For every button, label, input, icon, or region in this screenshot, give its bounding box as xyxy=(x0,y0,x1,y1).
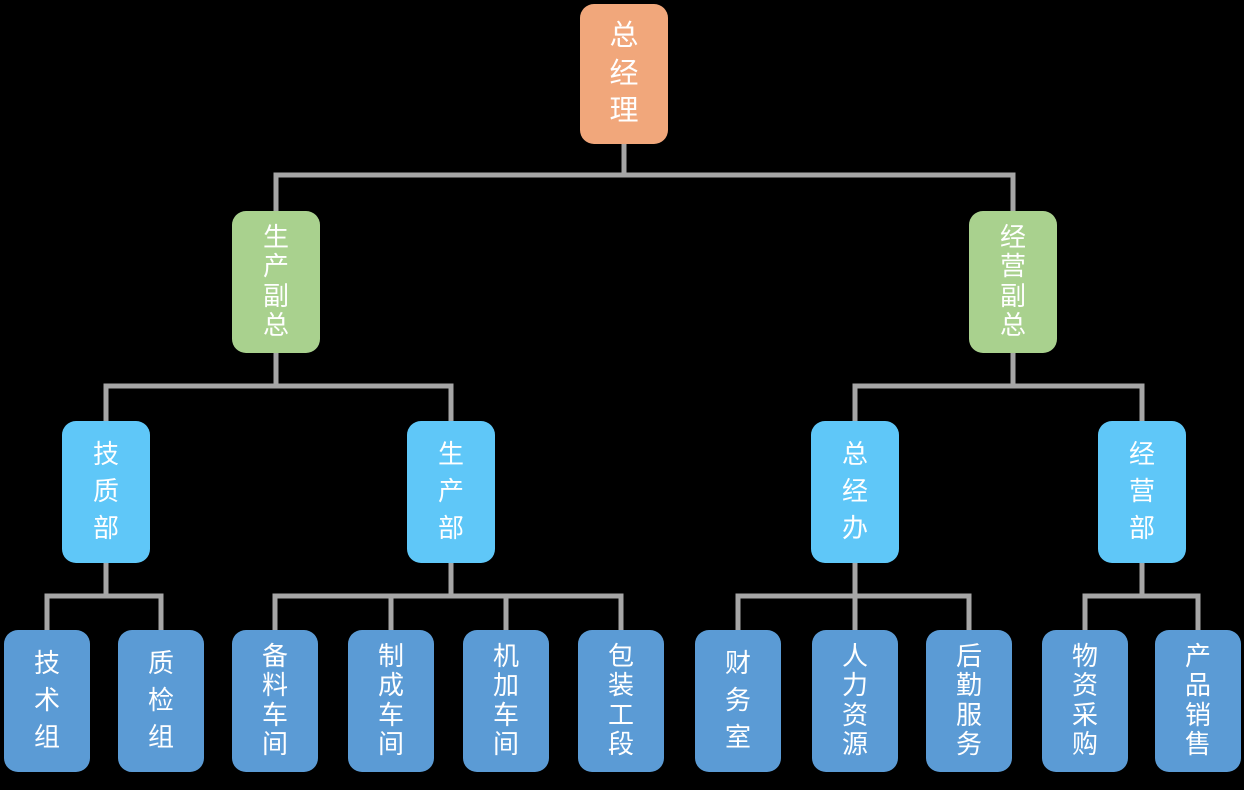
org-node-production-dept-label: 生产部 xyxy=(437,440,464,543)
org-node-finishing-workshop: 制成车间 xyxy=(348,630,434,772)
org-node-technology-group: 技术组 xyxy=(4,630,90,772)
org-node-production-dept: 生产部 xyxy=(407,421,495,563)
org-node-tech-quality-dept-label: 技质部 xyxy=(92,440,119,543)
org-node-operations-dept-label: 经营部 xyxy=(1128,440,1155,543)
org-node-logistics-services-label: 后勤服务 xyxy=(955,641,982,760)
org-node-finishing-workshop-label: 制成车间 xyxy=(377,641,404,760)
org-node-logistics-services: 后勤服务 xyxy=(926,630,1012,772)
org-node-human-resources-label: 人力资源 xyxy=(841,641,868,760)
org-node-quality-inspection-group-label: 质检组 xyxy=(147,649,174,752)
org-node-human-resources: 人力资源 xyxy=(812,630,898,772)
connector-operations-dept-to-units xyxy=(1082,593,1201,630)
org-node-tech-quality-dept: 技质部 xyxy=(62,421,150,563)
org-node-operations-vp-label: 经营副总 xyxy=(999,222,1026,341)
connector-gm-office-to-units xyxy=(735,593,972,630)
org-node-finance-office: 财务室 xyxy=(695,630,781,772)
org-node-operations-vp: 经营副总 xyxy=(969,211,1057,353)
org-node-material-procurement-label: 物资采购 xyxy=(1071,641,1098,760)
org-node-finance-office-label: 财务室 xyxy=(724,649,751,752)
connector-production-dept-to-workshops xyxy=(272,593,624,630)
org-node-material-prep-workshop: 备料车间 xyxy=(232,630,318,772)
connector-tech-quality-to-groups xyxy=(44,593,164,630)
org-node-machining-workshop: 机加车间 xyxy=(463,630,549,772)
org-node-operations-dept: 经营部 xyxy=(1098,421,1186,563)
org-node-technology-group-label: 技术组 xyxy=(33,649,60,752)
org-node-product-sales-label: 产品销售 xyxy=(1184,641,1211,760)
org-node-general-manager-label: 总经理 xyxy=(609,20,639,127)
org-node-machining-workshop-label: 机加车间 xyxy=(492,641,519,760)
org-node-quality-inspection-group: 质检组 xyxy=(118,630,204,772)
org-node-production-vp-label: 生产副总 xyxy=(262,222,289,341)
connector-root-to-vps xyxy=(273,172,1016,211)
org-node-general-manager: 总经理 xyxy=(580,4,668,144)
org-node-material-prep-workshop-label: 备料车间 xyxy=(261,641,288,760)
org-node-production-vp: 生产副总 xyxy=(232,211,320,353)
org-node-product-sales: 产品销售 xyxy=(1155,630,1241,772)
connector-operations-vp-to-depts xyxy=(852,383,1145,421)
org-node-material-procurement: 物资采购 xyxy=(1042,630,1128,772)
connector-production-vp-to-depts xyxy=(103,383,454,421)
org-node-packaging-section-label: 包装工段 xyxy=(607,641,634,760)
org-node-gm-office: 总经办 xyxy=(811,421,899,563)
org-node-packaging-section: 包装工段 xyxy=(578,630,664,772)
org-node-gm-office-label: 总经办 xyxy=(841,440,868,543)
